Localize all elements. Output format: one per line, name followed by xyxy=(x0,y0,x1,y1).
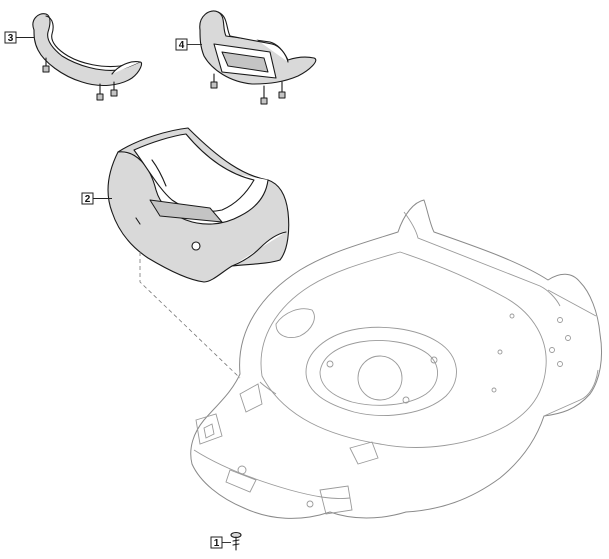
callout-2: 2 xyxy=(81,192,112,205)
part-4-handle-window[interactable] xyxy=(199,10,317,105)
callout-4-label: 4 xyxy=(179,40,185,51)
part-2-front-cover[interactable] xyxy=(107,127,290,283)
callout-1: 1 xyxy=(210,536,231,549)
callout-1-label: 1 xyxy=(214,538,220,549)
callout-3-label: 3 xyxy=(8,33,14,44)
assembly-dashed-line xyxy=(139,252,241,379)
callout-3: 3 xyxy=(4,31,34,44)
part-3-handle-cover[interactable] xyxy=(32,13,143,101)
mower-deck xyxy=(190,199,603,519)
part-1-screw[interactable] xyxy=(230,531,242,551)
callout-4: 4 xyxy=(175,38,202,51)
callout-2-label: 2 xyxy=(85,194,91,205)
